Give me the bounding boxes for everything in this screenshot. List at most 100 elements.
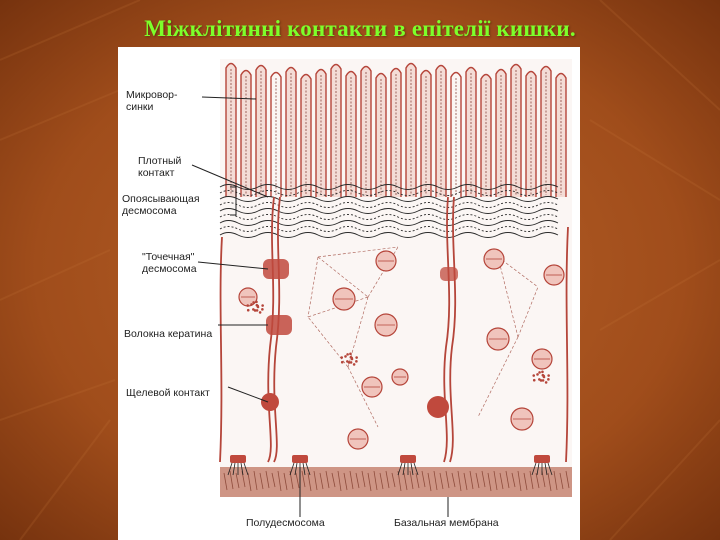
ribosome-dot [346,353,349,356]
label-keratin-fibers: Волокна кератина [124,328,213,340]
basal-fiber [547,472,552,492]
anchoring-filament [410,462,414,476]
basal-fiber [271,472,276,488]
keratin-fiber [347,296,369,368]
ribosome-dot [340,356,344,359]
ribosome-dot [541,370,544,374]
basal-fiber [253,470,258,491]
label-tight-line2: контакт [138,167,175,179]
ribosome-dot [541,373,545,377]
anchoring-filament [402,462,406,476]
ribosome-dot [349,361,353,364]
basal-fiber [403,472,408,491]
basal-fiber [319,472,324,490]
ribosome-dot [258,311,262,314]
basal-fiber [373,470,378,491]
microvillus [300,73,312,197]
basal-fiber [223,472,228,491]
label-microvilli: Микровор- синки [126,89,178,113]
basal-fiber [235,472,240,489]
anchoring-filament [243,462,249,476]
anchoring-filament [531,462,537,476]
ribosome-dot [536,373,539,376]
basal-fiber [517,470,522,492]
basal-fiber [469,470,474,490]
basal-membrane-texture [223,470,570,492]
ribosome-dot [255,300,258,304]
terminal-web-fiber [219,220,559,226]
anchoring-filament [240,462,244,476]
basal-fiber [349,470,354,490]
anchoring-filament [305,462,311,476]
basal-fiber [301,470,306,488]
anchoring-filament [294,462,298,476]
basal-fiber [343,472,348,491]
basal-fiber [439,472,444,490]
basal-fiber [331,472,336,488]
anchoring-filament [302,462,306,476]
label-microvilli-line2: синки [126,101,154,113]
label-belt-desmosome: Опоясывающая десмосома [122,193,200,217]
basal-fiber [475,472,480,489]
label-tight-junction: Плотный контакт [138,155,181,179]
terminal-web-fiber [219,232,559,238]
basal-fiber [487,472,492,492]
ribosome-dot [261,308,264,311]
ribosome-dot [539,379,543,382]
basal-fiber [529,470,534,490]
ribosome-dot [538,371,541,374]
basal-fiber [535,472,540,489]
anchoring-filament [413,462,419,476]
keratin-fiber [517,286,539,338]
basal-fiber [283,472,288,491]
basal-fiber [481,470,486,488]
basal-fiber [565,470,570,489]
basal-fiber [355,472,360,489]
basal-fiber [265,470,270,489]
ribosome-dot [547,374,550,377]
basal-fiber [463,472,468,491]
anchoring-filament [227,462,233,476]
ribosome-dot [532,378,536,382]
microvillus [390,67,402,197]
basal-fiber [379,472,384,490]
ribosome-dot [340,360,344,364]
slide-title: Міжклітинні контакти в епітелії кишки. [144,16,576,41]
keratin-fiber [497,256,519,338]
label-gap-junction: Щелевой контакт [126,387,210,399]
basal-membrane [220,467,572,497]
ribosome-dot [246,304,250,307]
cytoplasmic-organelles [238,248,565,450]
basal-fiber [367,472,372,492]
basal-fiber [541,470,546,488]
diagram-panel: Микровор- синки Плотный контакт Опоясыва… [118,47,580,540]
label-spot-line1: "Точечная" [142,251,195,263]
microvilli-layer [225,62,567,197]
ribosome-dot [355,360,358,363]
basal-fiber [337,470,342,492]
ribosome-dot [255,309,259,312]
anchoring-filament [232,462,236,476]
hemidesmosome-plaque [230,455,246,463]
microvillus [450,71,462,197]
label-leader-lines [191,96,449,517]
ribosome-dot [261,304,264,307]
label-hemidesmosome: Полудесмосома [246,517,325,529]
ribosome-dot [355,356,358,359]
ribosome-dot [252,301,255,304]
intestinal-epithelium-diagram [191,59,572,517]
ribosome-dot [541,379,545,382]
keratin-fiber [347,366,379,428]
ribosome-dot [349,352,352,356]
anchoring-filament [544,462,548,476]
ribosome-dot [255,303,259,307]
microvillus [495,68,507,197]
label-belt-line2: десмосома [122,205,177,217]
terminal-web-fiber [219,184,559,190]
hemidesmosome-plaque [292,455,308,463]
basal-fiber [421,470,426,488]
ribosome-dot [352,363,356,366]
microvillus [285,66,297,197]
ribosome-dot [344,355,347,358]
hemidesmosome-plaque [534,455,550,463]
